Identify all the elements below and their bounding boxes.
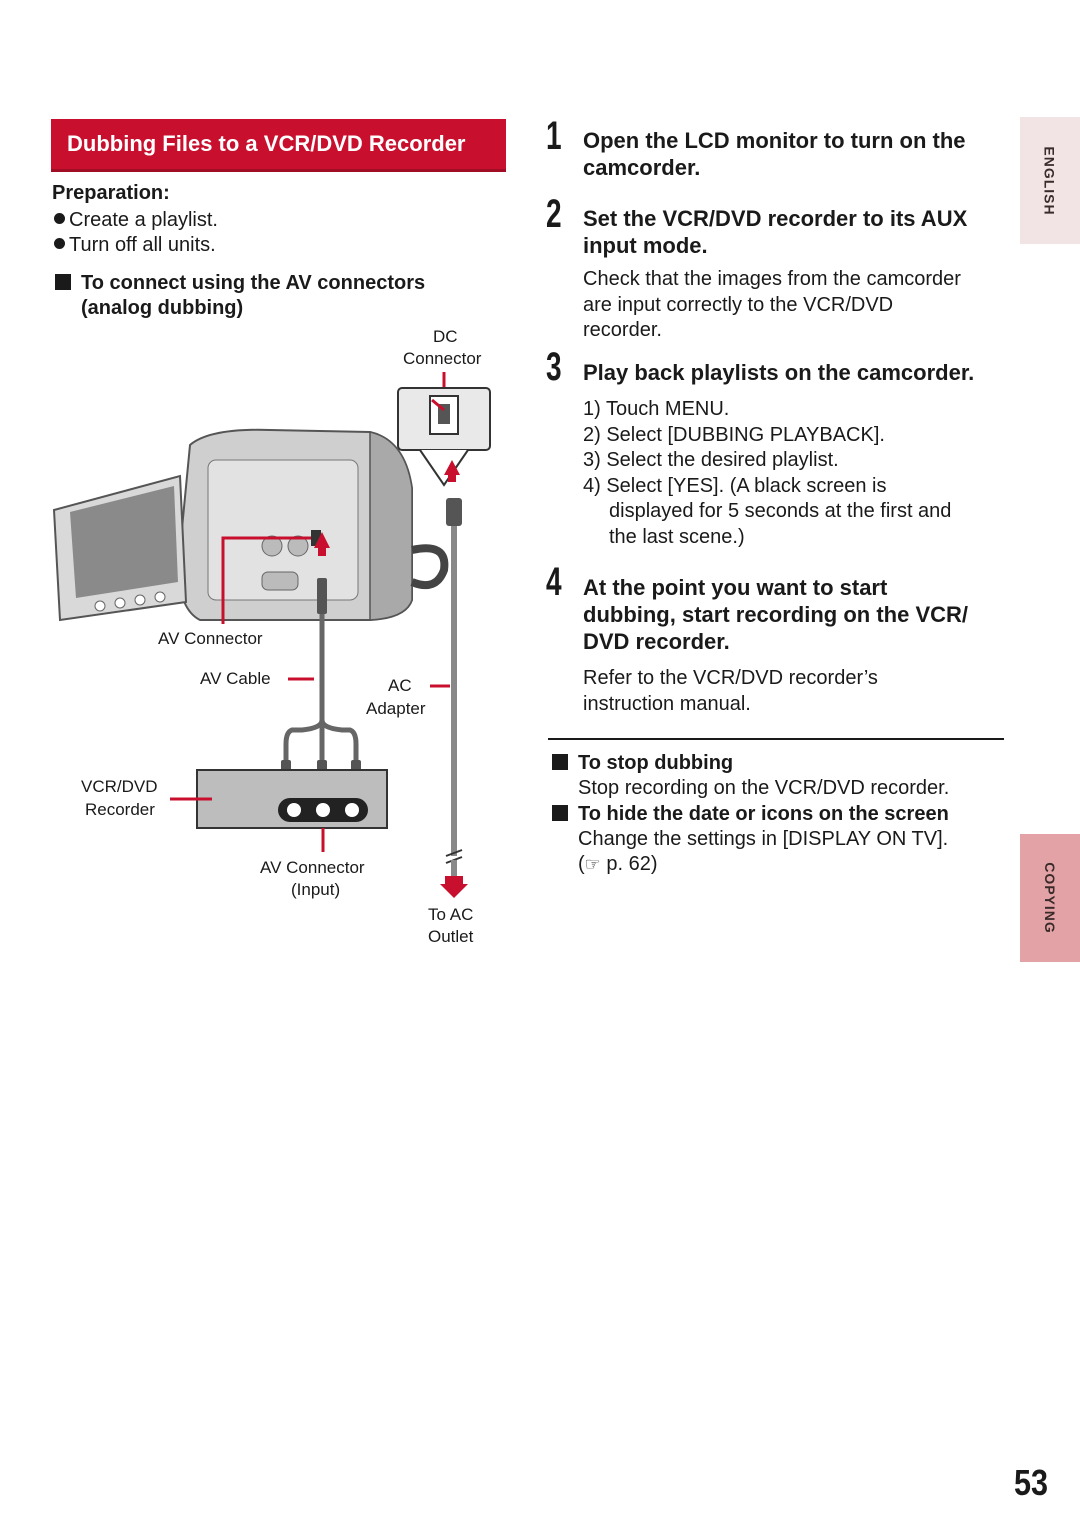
square-bullet-icon [55,274,71,290]
recorder-illustration [196,769,388,829]
arrow-up-icon [444,460,460,482]
step-3-title: Play back playlists on the camcorder. [583,360,975,385]
av-input-label-2: (Input) [291,880,340,899]
connection-diagram: DC Connector AV Connector [52,327,491,946]
dc-port-inset [397,387,491,487]
av-connector-label: AV Connector [158,629,263,648]
page-number: 53 [1013,1462,1048,1503]
list-item: 3) Select the desired playlist. [583,449,839,471]
list-item: 4) Select [YES]. (A black screen is [583,474,887,497]
av-cable-label: AV Cable [200,669,271,688]
hide-icons-heading: To hide the date or icons on the screen [552,802,949,827]
camcorder-illustration [52,428,449,622]
prep-item: Turn off all units. [54,234,216,257]
list-item-cont: the last scene.) [609,525,745,548]
stop-dubbing-heading: To stop dubbing [552,751,733,776]
av-input-label: AV Connector [260,858,365,877]
ac-label: AC [388,676,412,695]
bullet-icon [54,213,65,224]
pointing-hand-icon: ☞ [584,854,601,874]
square-bullet-icon [552,805,568,821]
ac-label-2: Adapter [366,699,426,718]
step-number: 3 [546,345,562,389]
tab-english[interactable]: ENGLISH [1020,117,1080,244]
preparation-title: Preparation: [52,182,170,204]
step-number: 4 [546,560,562,604]
square-bullet-icon [552,754,568,770]
page-reference: (☞ p. 62) [578,853,658,875]
arrow-down-icon [440,876,468,898]
stop-dubbing-body: Stop recording on the VCR/DVD recorder. [578,777,950,799]
list-item: 2) Select [DUBBING PLAYBACK]. [583,423,885,446]
prep-item: Create a playlist. [54,209,218,232]
dc-label: DC [433,327,458,346]
step-number: 1 [546,114,562,158]
outlet-label: To AC [428,905,473,924]
connect-heading: To connect using the AV connectors (anal… [55,271,425,321]
recorder-label: VCR/DVD [81,777,158,796]
list-item: 1) Touch MENU. [583,398,730,420]
outlet-label-2: Outlet [428,927,474,946]
step-3-list: 1) Touch MENU. 2) Select [DUBBING PLAYBA… [583,397,951,550]
list-item-cont: displayed for 5 seconds at the first and [609,500,952,522]
step-2-body: Check that the images from the camcorder… [583,268,961,341]
ac-adapter-cable [445,498,463,876]
hide-icons-body: Change the settings in [DISPLAY ON TV]. [578,828,949,850]
arrow-up-icon [314,532,330,556]
bullet-icon [54,238,65,249]
step-number: 2 [546,192,562,236]
dc-label-2: Connector [403,349,482,368]
section-banner: Dubbing Files to a VCR/DVD Recorder [51,119,506,172]
av-cable [281,578,361,786]
divider [548,738,1004,740]
tab-copying[interactable]: COPYING [1020,834,1080,962]
recorder-label-2: Recorder [85,800,155,819]
